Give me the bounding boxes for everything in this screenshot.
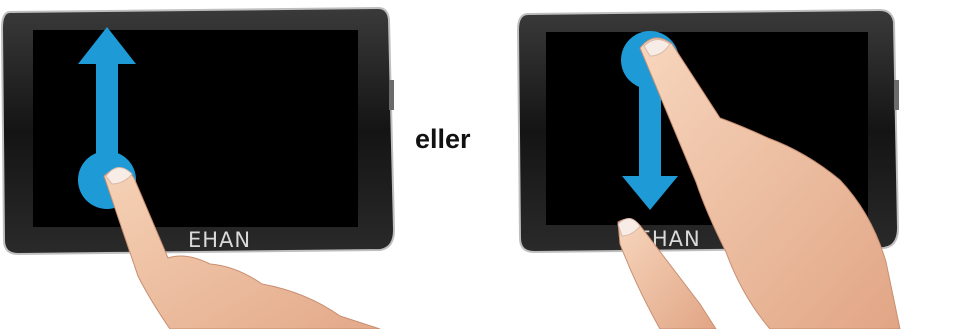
brand-label: EHAN [188, 228, 251, 252]
device-swipe-up-illustration: EHAN [0, 0, 400, 329]
device-swipe-down-panel: REHAN [510, 0, 910, 329]
side-button [894, 80, 899, 110]
side-button [389, 80, 394, 110]
device-swipe-down-illustration: REHAN [510, 0, 910, 329]
device-swipe-up-panel: EHAN [0, 0, 400, 329]
connector-word: eller [415, 124, 495, 155]
